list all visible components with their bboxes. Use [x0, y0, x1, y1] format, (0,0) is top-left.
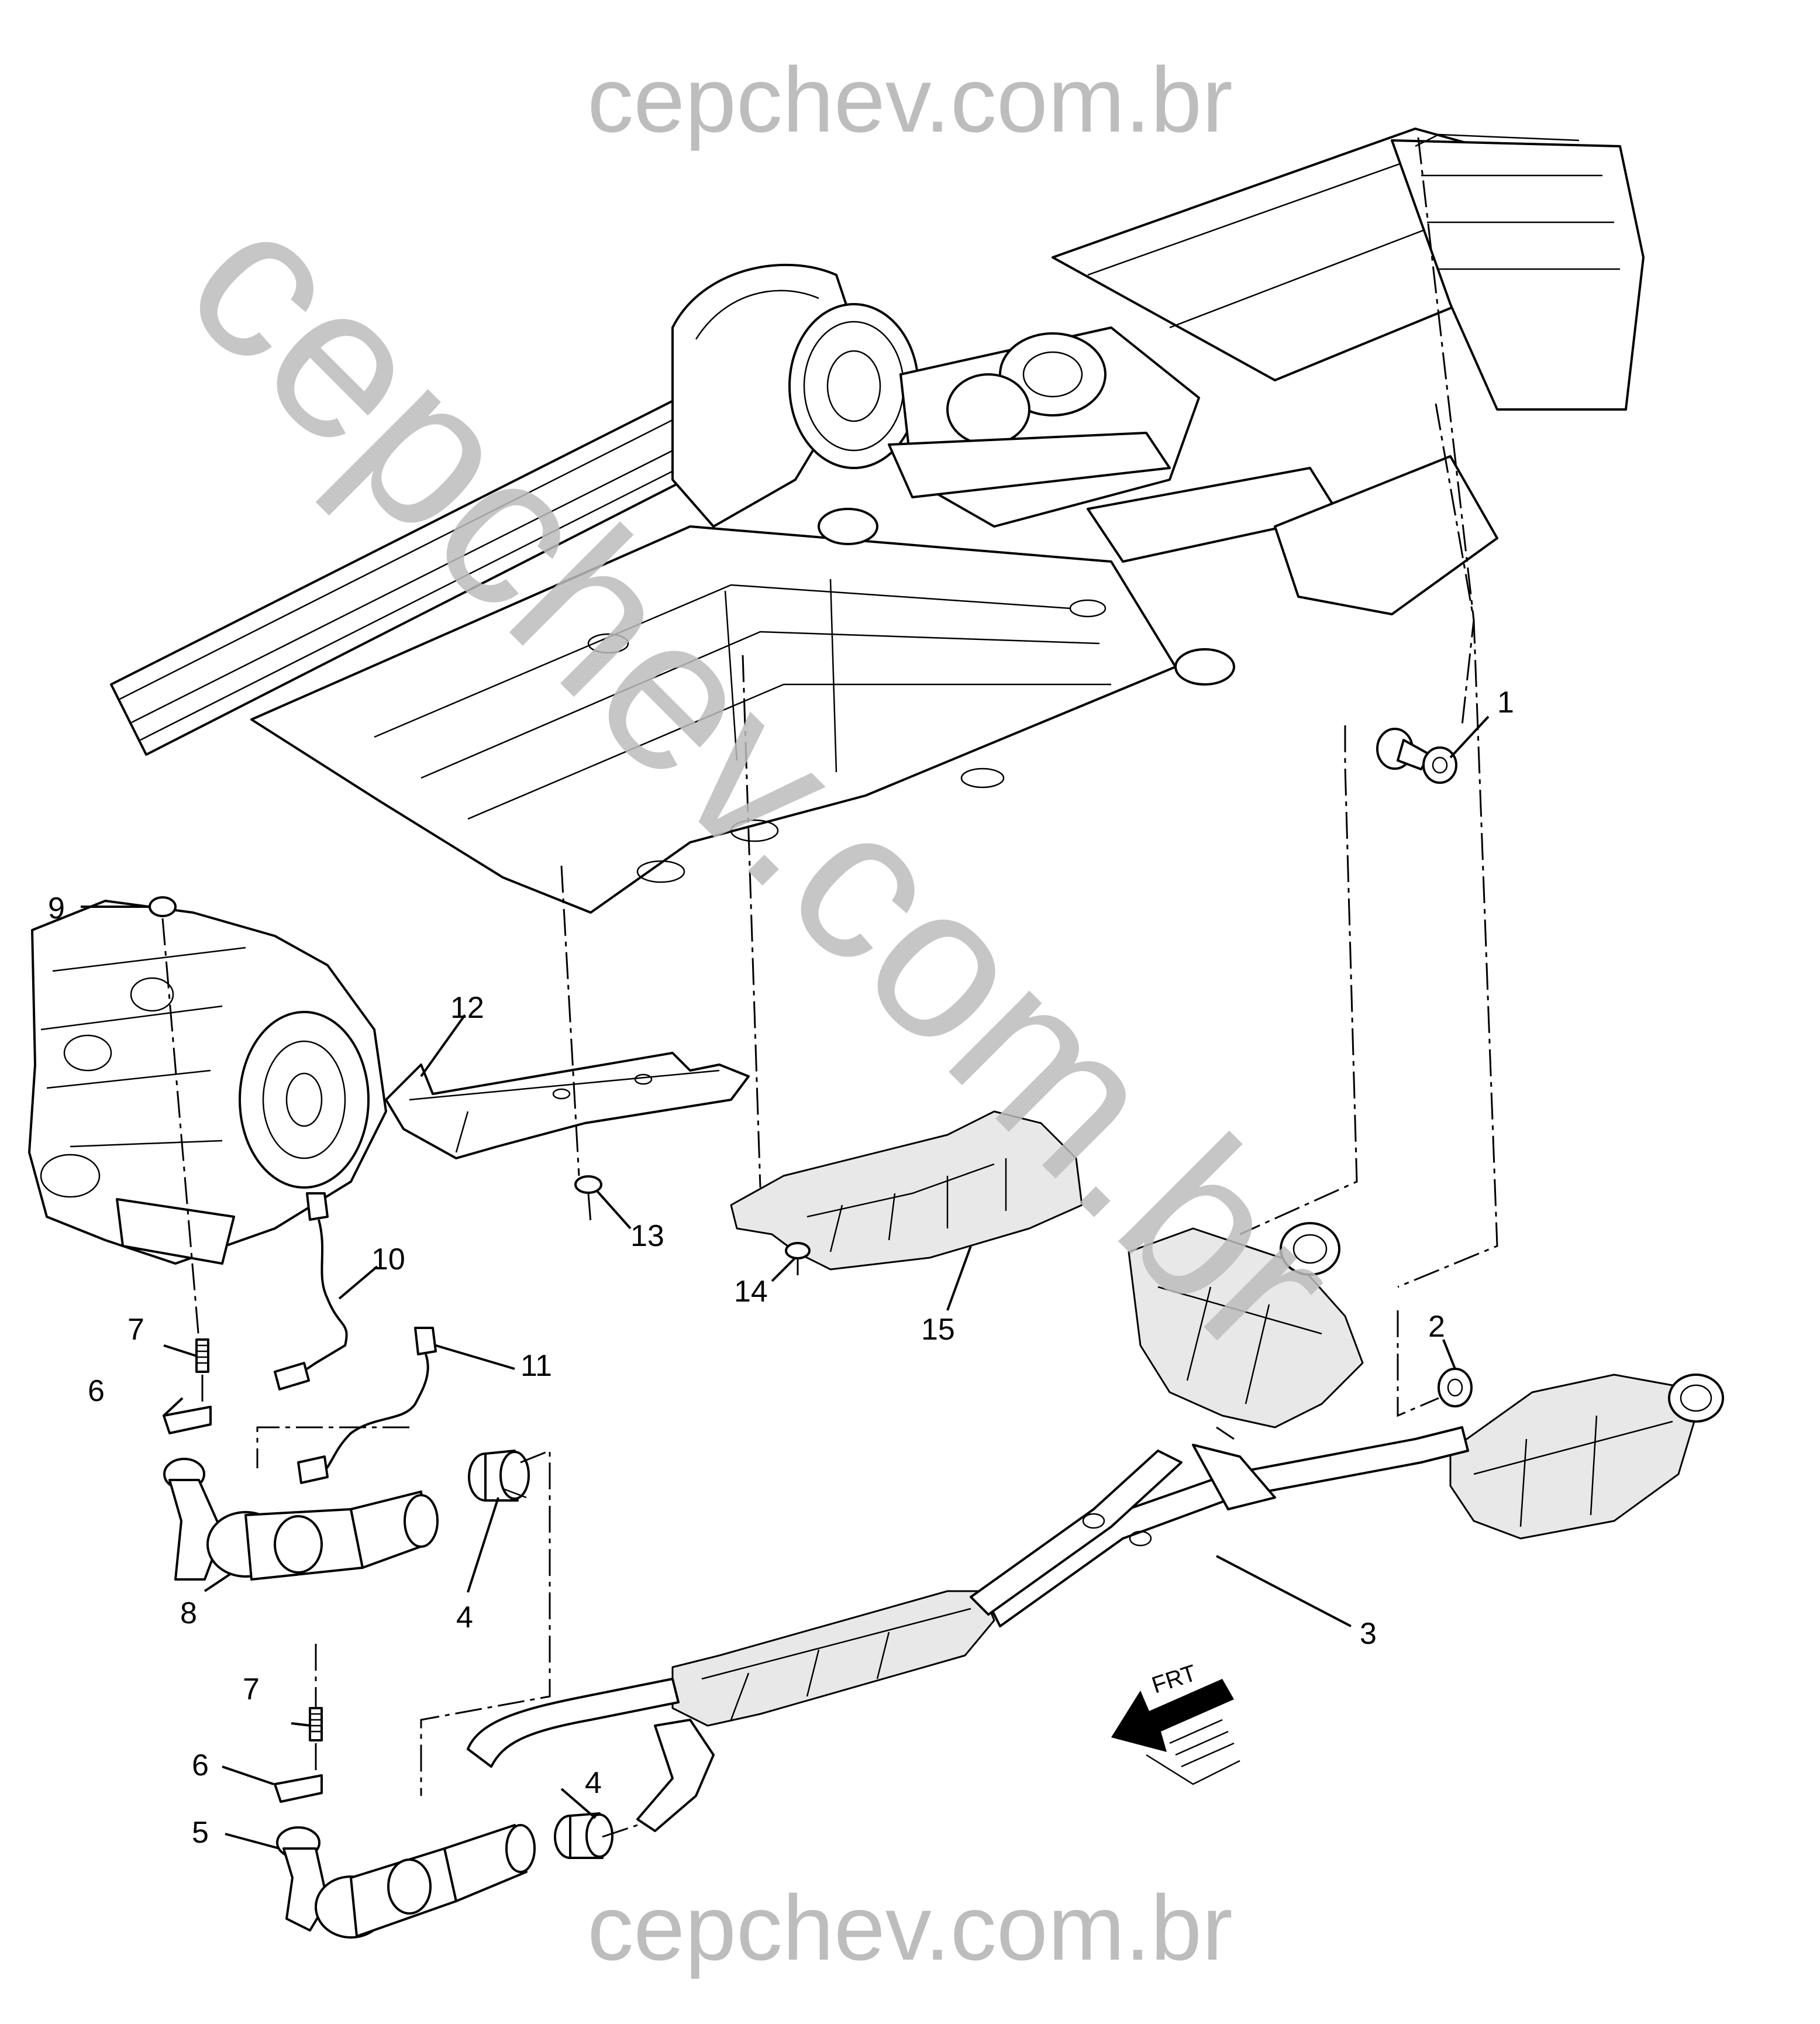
engine-transmission	[28, 900, 387, 1265]
callout-11: 11	[521, 1349, 552, 1383]
callout-3: 3	[1360, 1617, 1377, 1651]
part-1-hanger-insulator	[1376, 728, 1457, 784]
callout-5: 5	[192, 1816, 209, 1850]
part-11-oxygen-sensor	[297, 1327, 437, 1484]
callout-leaders	[81, 715, 1490, 1850]
part-12-bracket	[385, 1052, 750, 1159]
part-14-nut	[785, 1242, 811, 1259]
callout-15: 15	[921, 1313, 955, 1347]
callout-10: 10	[371, 1242, 405, 1276]
callout-13: 13	[630, 1219, 664, 1253]
callout-2: 2	[1428, 1310, 1445, 1344]
callout-1: 1	[1497, 686, 1514, 720]
part-8-catalytic-converter	[163, 1458, 439, 1581]
watermark-bottom: cepchev.com.br	[587, 1877, 1233, 1980]
part-4-clamp-upper	[468, 1450, 530, 1502]
vehicle-underbody	[110, 128, 1645, 914]
part-7-stud-upper	[195, 1338, 209, 1373]
callout-12: 12	[450, 991, 484, 1025]
part-2-hanger-insulator	[1438, 1368, 1473, 1407]
part-3-intermediate-pipe	[467, 1426, 1469, 1832]
part-6-gasket-lower	[274, 1774, 323, 1803]
callout-7-upper: 7	[127, 1313, 144, 1347]
callout-7-lower: 7	[243, 1672, 260, 1706]
front-indicator: FRT	[1111, 1660, 1240, 1785]
callout-9: 9	[48, 891, 65, 925]
part-6-gasket-upper	[163, 1406, 212, 1434]
callout-4-upper: 4	[456, 1600, 473, 1634]
right-rear-muffler	[1449, 1374, 1724, 1540]
part-5-catalytic-converter	[276, 1824, 536, 1939]
part-7-stud-lower	[309, 1707, 323, 1741]
callout-14: 14	[734, 1275, 768, 1309]
callout-8: 8	[180, 1596, 197, 1630]
callout-6-upper: 6	[88, 1374, 105, 1408]
watermark-top: cepchev.com.br	[587, 49, 1233, 152]
part-4-clamp-lower	[554, 1812, 613, 1859]
part-10-oxygen-sensor	[274, 1192, 348, 1390]
part-13-nut	[574, 1175, 602, 1194]
left-rear-muffler	[1128, 1222, 1364, 1428]
callout-labels: 1 2 3 4 4 5 6 6 7 7 8 9 10 11 12 13 14 1…	[48, 686, 1514, 1850]
part-9-nut	[149, 896, 177, 917]
front-arrow-icon	[1111, 1679, 1234, 1752]
callout-4-lower: 4	[585, 1766, 602, 1800]
assembly-guide-lines	[161, 137, 1498, 1838]
callout-6-lower: 6	[192, 1748, 209, 1782]
part-15-heat-shield	[730, 1110, 1083, 1271]
